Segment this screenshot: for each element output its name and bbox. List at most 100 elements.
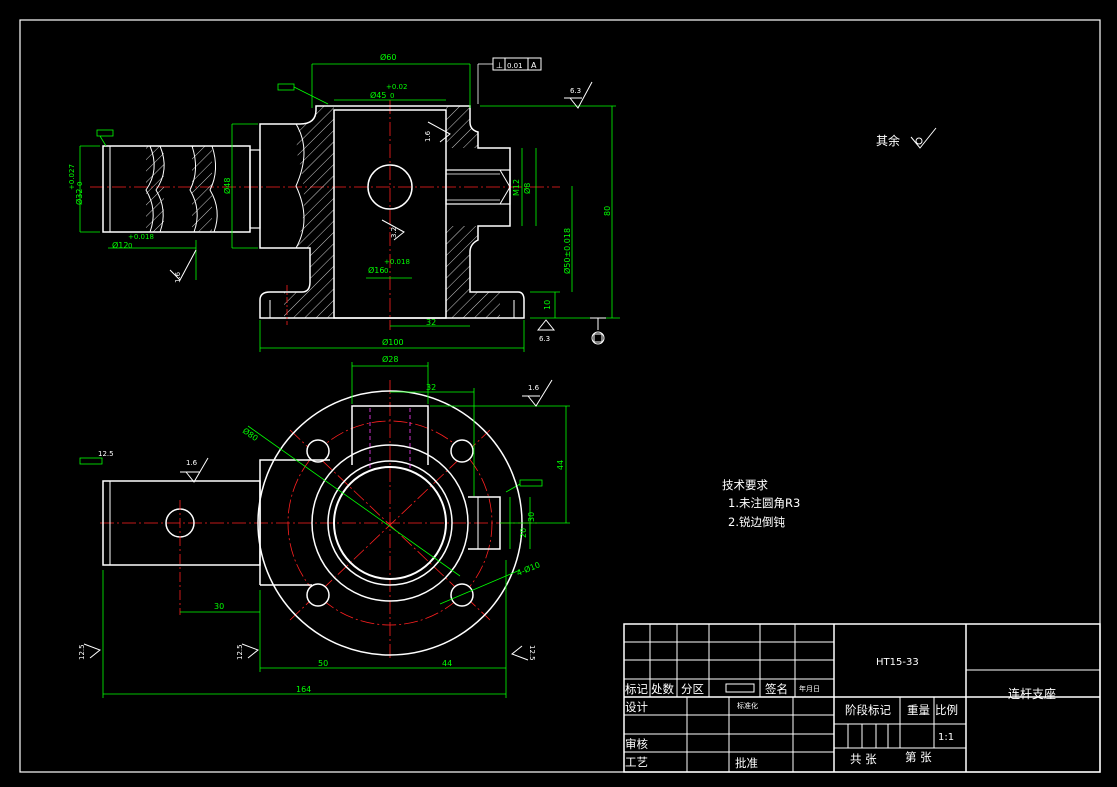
dim-d32: Ø32 <box>74 189 84 205</box>
shaft-break-3 <box>189 145 198 233</box>
drawing-border <box>19 19 1101 773</box>
dim-d32-tol-low: 0 <box>76 182 84 186</box>
tol-symbol: ⊥ <box>496 61 503 70</box>
left-arm <box>259 459 330 585</box>
dim-d12: Ø12 <box>112 240 128 250</box>
title-block-text: HT15-33 连杆支座 标记 处数 分区 签名 年月日 设计 标准化 审核 工… <box>625 657 1056 770</box>
plan-dimensions <box>102 362 570 698</box>
ra-32: 3.2 <box>390 227 398 238</box>
holes-leader <box>439 569 521 605</box>
tb-scale: 1:1 <box>938 732 954 743</box>
ra-125-d: 12.5 <box>528 645 536 661</box>
tb-review: 审核 <box>625 737 648 751</box>
surface-finish-text: 6.3 1.6 3.2 1.6 6.3 1.6 12.5 1.6 12.5 12… <box>78 87 900 661</box>
dim-d8: Ø8 <box>522 183 532 194</box>
bore-outer-circle <box>327 460 453 586</box>
tb-header-sign: 签名 <box>765 682 788 696</box>
ra-16-a: 1.6 <box>424 130 432 142</box>
dim-d45-tol-low: 0 <box>390 92 394 100</box>
section-dim-text: Ø60 +0.02 Ø45 0 Ø48 Ø32 +0.027 0 +0.018 … <box>68 52 612 347</box>
ra-125-a: 12.5 <box>98 450 114 458</box>
dim-h10: 10 <box>543 300 552 310</box>
dim-w30: 30 <box>214 602 224 611</box>
tolerance-frame: ⊥ 0.01 A <box>477 57 542 104</box>
dim-h44: 44 <box>556 460 565 470</box>
bore-inner-circle <box>333 466 447 580</box>
ra-125-c: 12.5 <box>236 644 244 660</box>
dim-h80: 80 <box>603 206 612 216</box>
tb-header-date: 年月日 <box>799 684 820 693</box>
dim-d16-tol-low: 0 <box>384 267 388 275</box>
ra-other-label: 其余 <box>876 133 900 148</box>
body-break-line <box>295 123 305 249</box>
part-name: 连杆支座 <box>1008 686 1056 701</box>
dim-m12: M12 <box>512 179 521 196</box>
dim-d16: Ø16 <box>368 265 384 275</box>
body-hatch-right <box>446 106 500 318</box>
bolt-hole-2 <box>450 439 474 463</box>
tb-stage-mark: 阶段标记 <box>845 703 891 717</box>
dim-d12-tol-low: 0 <box>128 242 132 250</box>
dim-d12-tol-up: +0.018 <box>128 233 154 241</box>
shaft-hatch-1 <box>146 146 164 232</box>
tech-item-1: 1.未注圆角R3 <box>728 496 800 510</box>
dim-d60: Ø60 <box>380 52 396 62</box>
tech-requirements: 技术要求 1.未注圆角R3 2.锐边倒钝 <box>722 478 800 529</box>
dim-d28: Ø28 <box>382 354 398 364</box>
plan-shaft <box>102 480 261 566</box>
dim-w32-top: 32 <box>426 318 436 327</box>
datum-symbol <box>590 317 606 345</box>
tb-approve: 批准 <box>735 756 758 770</box>
tol-value: 0.01 <box>507 62 523 70</box>
tb-process: 工艺 <box>625 755 648 769</box>
bolt-hole-1 <box>306 439 330 463</box>
section-dimensions <box>79 63 620 352</box>
dim-d100: Ø100 <box>382 337 404 347</box>
boss-outline <box>249 149 261 229</box>
tech-title: 技术要求 <box>722 478 768 492</box>
body-outer-circle <box>311 444 469 602</box>
tech-item-2: 2.锐边倒钝 <box>728 515 785 529</box>
dim-d50: Ø50±0.018 <box>562 228 572 274</box>
shaft-break-4 <box>209 145 218 233</box>
dim-h20: 20 <box>519 528 528 538</box>
dim-w44: 44 <box>442 659 452 668</box>
section-view <box>90 100 560 330</box>
ra-63-bottom: 6.3 <box>539 335 550 343</box>
tb-design: 设计 <box>625 700 648 714</box>
tb-total-sheets: 共 张 <box>850 752 877 766</box>
tb-ratio: 比例 <box>935 703 958 717</box>
title-block <box>623 623 1101 773</box>
ra-16-c: 1.6 <box>528 384 540 392</box>
tb-weight: 重量 <box>907 703 930 717</box>
dim-d32-tol-up: +0.027 <box>68 164 76 190</box>
dim-w32-bottom: 32 <box>426 383 436 392</box>
dim-h30: 30 <box>527 512 536 522</box>
bolt-hole-3 <box>306 583 330 607</box>
ra-16-d: 1.6 <box>186 459 198 467</box>
body-hatch-left <box>284 106 334 318</box>
plan-view <box>100 380 540 660</box>
bolt-circle <box>287 420 493 626</box>
cross-hole <box>367 164 413 210</box>
tb-standardize: 标准化 <box>737 701 758 710</box>
dim-w164: 164 <box>296 685 311 694</box>
ra-16-b: 1.6 <box>174 271 182 283</box>
tb-header-zone: 分区 <box>681 682 704 696</box>
dim-w50: 50 <box>318 659 328 668</box>
ra-63-top: 6.3 <box>570 87 581 95</box>
thread-tip <box>499 169 511 205</box>
drawing-number: HT15-33 <box>876 657 919 668</box>
dim-d45: Ø45 <box>370 90 386 100</box>
dim-d16-tol-up: +0.018 <box>384 258 410 266</box>
d80-leader <box>247 425 461 577</box>
dim-d48: Ø48 <box>222 178 232 194</box>
main-bore <box>333 109 447 319</box>
dim-holes: 4-Ø10 <box>515 559 541 577</box>
leader-marks <box>79 83 543 493</box>
ra-125-b: 12.5 <box>78 644 86 660</box>
top-boss <box>351 405 429 465</box>
tb-header-count: 处数 <box>651 682 674 696</box>
tb-header-mark: 标记 <box>625 682 648 696</box>
